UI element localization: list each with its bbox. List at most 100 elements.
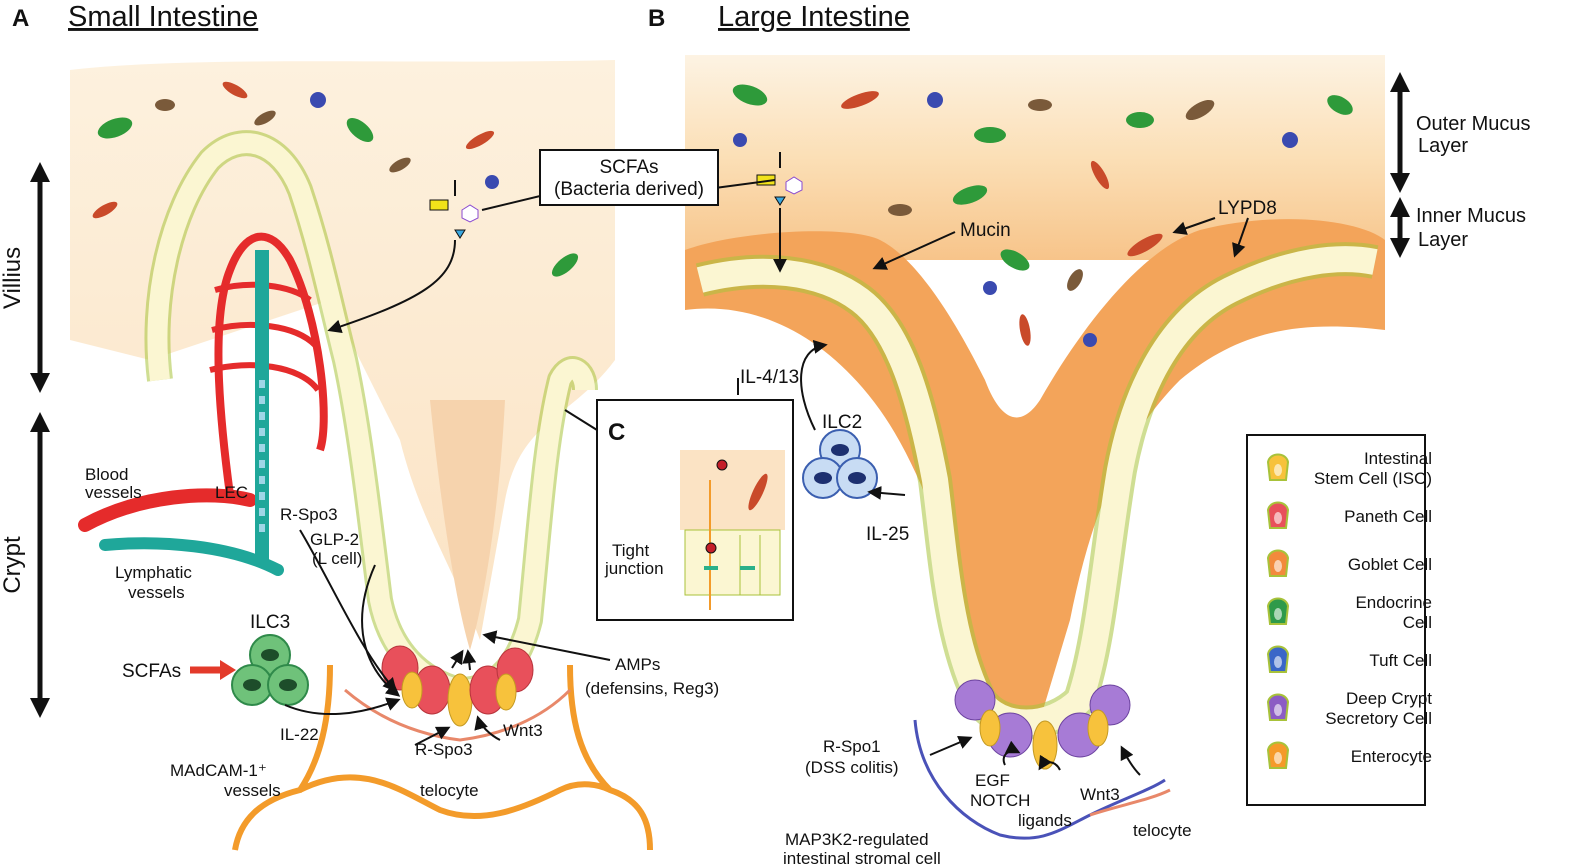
scfa-triangle-b (774, 196, 786, 206)
map3k2-stromal-cell (913, 719, 1166, 840)
inner-mucus-label-2: Layer (1418, 229, 1468, 251)
legend-label: Tuft Cell (1369, 651, 1432, 670)
wnt3-a-arrow (474, 715, 501, 741)
wnt3-a-label: Wnt3 (503, 721, 543, 740)
amps-arrow (482, 630, 611, 661)
enterocyte-icon-nucleus (1274, 752, 1282, 764)
legend-label: Intestinal (1364, 449, 1432, 468)
villus-epithelium-fill (147, 133, 595, 700)
notch-arrow (1038, 754, 1061, 771)
il413-label: IL-4/13 (740, 367, 799, 388)
il25-label: IL-25 (866, 524, 909, 545)
legend-label: Goblet Cell (1348, 555, 1432, 574)
side-arrows (30, 72, 1410, 718)
paneth-cell-icon-nucleus (1274, 512, 1282, 524)
legend-label: Endocrine (1355, 593, 1432, 612)
mucin-arrow (872, 231, 956, 270)
amps-label-2: (defensins, Reg3) (585, 679, 719, 698)
panel-b-letter: B (648, 5, 665, 32)
rspo1-arrow (929, 735, 973, 756)
crypt-lumen-a (430, 400, 505, 650)
rspo3-lec-arrow (299, 529, 397, 693)
c-box-pointer (564, 409, 598, 431)
wnt3-b-label: Wnt3 (1080, 785, 1120, 804)
crypt-up-arrow-1 (450, 649, 464, 669)
madcam-label-1: MAdCAM-1⁺ (170, 761, 267, 780)
glp2-label-1: GLP-2 (310, 530, 359, 549)
amps-label-1: AMPs (615, 655, 660, 674)
il22-arrow (284, 697, 401, 715)
tight-junction-label-2: junction (604, 559, 664, 578)
glp2-arrow (361, 564, 401, 697)
villius-label: Villius (0, 247, 26, 309)
lec-label: LEC (215, 483, 248, 502)
goblet-cell-icon-nucleus (1274, 560, 1282, 572)
scfas-callout-box (539, 149, 719, 206)
blood-vessel (78, 488, 257, 532)
il22-label: IL-22 (280, 725, 319, 744)
map3k2-label-1: MAP3K2-regulated (785, 830, 929, 849)
rspo3-top-label: R-Spo3 (280, 505, 338, 524)
telocyte-b-shape (1089, 788, 1171, 817)
panel-b-title: Large Intestine (718, 1, 910, 33)
rspo3-bottom-label: R-Spo3 (415, 740, 473, 759)
deep-crypt-cell-icon-nucleus (1274, 704, 1282, 716)
notch-label-2: ligands (1018, 811, 1072, 830)
tight-junction-label-1: Tight (612, 541, 649, 560)
scfa-rect-a (429, 199, 449, 211)
blood-vessels-label-2: vessels (85, 483, 142, 502)
lypd8-arrow-down (1232, 217, 1249, 258)
scfas-box-line1: SCFAs (599, 157, 658, 178)
scfa-hex-a (461, 204, 479, 223)
ilc2-label: ILC2 (822, 412, 862, 433)
telocyte-a-shape (344, 688, 572, 742)
endocrine-cell-icon-nucleus (1274, 608, 1282, 620)
notch-label-1: NOTCH (970, 791, 1030, 810)
egf-label: EGF (975, 771, 1010, 790)
rspo1-label-2: (DSS colitis) (805, 758, 899, 777)
lymphatic-vessel (99, 537, 284, 576)
panel-a-title: Small Intestine (68, 1, 258, 33)
inner-mucus-label-1: Inner Mucus (1416, 205, 1526, 227)
c-inset-content (680, 450, 785, 610)
bacteria-a (92, 81, 579, 277)
panel-a-letter: A (12, 5, 29, 32)
legend-label: Deep Crypt (1346, 689, 1432, 708)
stem-cell-icon-nucleus (1274, 464, 1282, 476)
rspo1-label-1: R-Spo1 (823, 737, 881, 756)
il25-arrow (867, 485, 906, 500)
madcam-label-2: vessels (224, 781, 281, 800)
crypt-label: Crypt (0, 536, 26, 594)
scfas-box-line2: (Bacteria derived) (554, 179, 704, 200)
panel-b (685, 55, 1385, 840)
crypt-base-cells-b (954, 679, 1131, 770)
scfa-to-villus-arrow (327, 239, 456, 334)
telocyte-a-label: telocyte (420, 781, 479, 800)
ilc3-cluster (231, 634, 309, 706)
telocyte-b-label: telocyte (1133, 821, 1192, 840)
inner-mucus-b (685, 219, 1385, 720)
panel-c-letter: C (608, 419, 625, 446)
mucin-label: Mucin (960, 220, 1011, 241)
lypd8-arrow-left (1172, 217, 1216, 235)
legend-label-line2: Cell (1403, 613, 1432, 632)
il413-arrow (800, 339, 828, 431)
scfas-red-arrowhead (220, 660, 236, 680)
madcam-vessels (232, 664, 653, 851)
blood-vessels-label-1: Blood (85, 465, 128, 484)
scfa-triangle-a (454, 229, 466, 239)
glp2-label-2: (L cell) (312, 549, 362, 568)
lymphatic-label-2: vessels (128, 583, 185, 602)
outer-mucus-label-2: Layer (1418, 135, 1468, 157)
lymphatic-label-1: Lymphatic (115, 563, 192, 582)
legend-label: Enterocyte (1351, 747, 1432, 766)
crypt-up-arrow-2 (462, 649, 477, 671)
lypd8-label: LYPD8 (1218, 198, 1277, 219)
map3k2-label-2: intestinal stromal cell (783, 849, 941, 868)
legend-label: Paneth Cell (1344, 507, 1432, 526)
villus-capillary (214, 232, 328, 496)
outer-mucus-label-1: Outer Mucus (1416, 113, 1530, 135)
